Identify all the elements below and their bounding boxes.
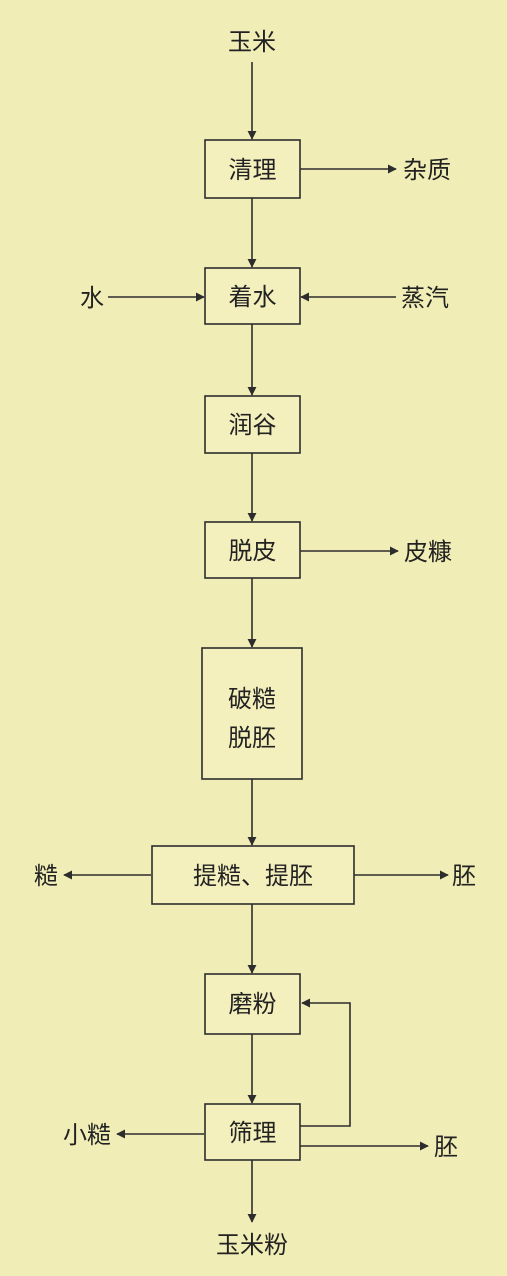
step-dehull-label: 脱皮 xyxy=(229,537,277,565)
output-label: 玉米粉 xyxy=(216,1231,288,1259)
step-sieve: 筛理 xyxy=(204,1103,301,1161)
impurities-label: 杂质 xyxy=(403,156,451,184)
water-label: 水 xyxy=(80,284,104,312)
step-mill-label: 磨粉 xyxy=(229,990,277,1018)
step-temper: 润谷 xyxy=(204,395,301,454)
return-loop-sieve-mill xyxy=(300,998,351,1127)
steam-label: 蒸汽 xyxy=(401,284,449,312)
step-wet: 着水 xyxy=(204,267,301,325)
step-sieve-label: 筛理 xyxy=(229,1119,277,1147)
bran-label: 皮糠 xyxy=(404,538,452,566)
grits-label: 糙 xyxy=(34,862,58,890)
germ-label: 胚 xyxy=(452,862,476,890)
step-crush-degerm: 破糙 脱胚 xyxy=(201,647,303,780)
step-clean-label: 清理 xyxy=(229,156,277,184)
germ-output-label: 胚 xyxy=(434,1133,458,1161)
step-extract-label: 提糙、提胚 xyxy=(193,862,313,890)
step-mill: 磨粉 xyxy=(204,973,301,1035)
step-clean: 清理 xyxy=(204,139,301,199)
step-dehull: 脱皮 xyxy=(204,521,301,579)
step-temper-label: 润谷 xyxy=(229,411,277,439)
step-crush-label-line1: 破糙 xyxy=(228,685,276,713)
small-grits-label: 小糙 xyxy=(63,1121,111,1149)
input-label: 玉米 xyxy=(228,28,276,56)
step-wet-label: 着水 xyxy=(229,283,277,311)
step-crush-label-line2: 脱胚 xyxy=(228,724,276,752)
step-extract: 提糙、提胚 xyxy=(151,845,355,905)
